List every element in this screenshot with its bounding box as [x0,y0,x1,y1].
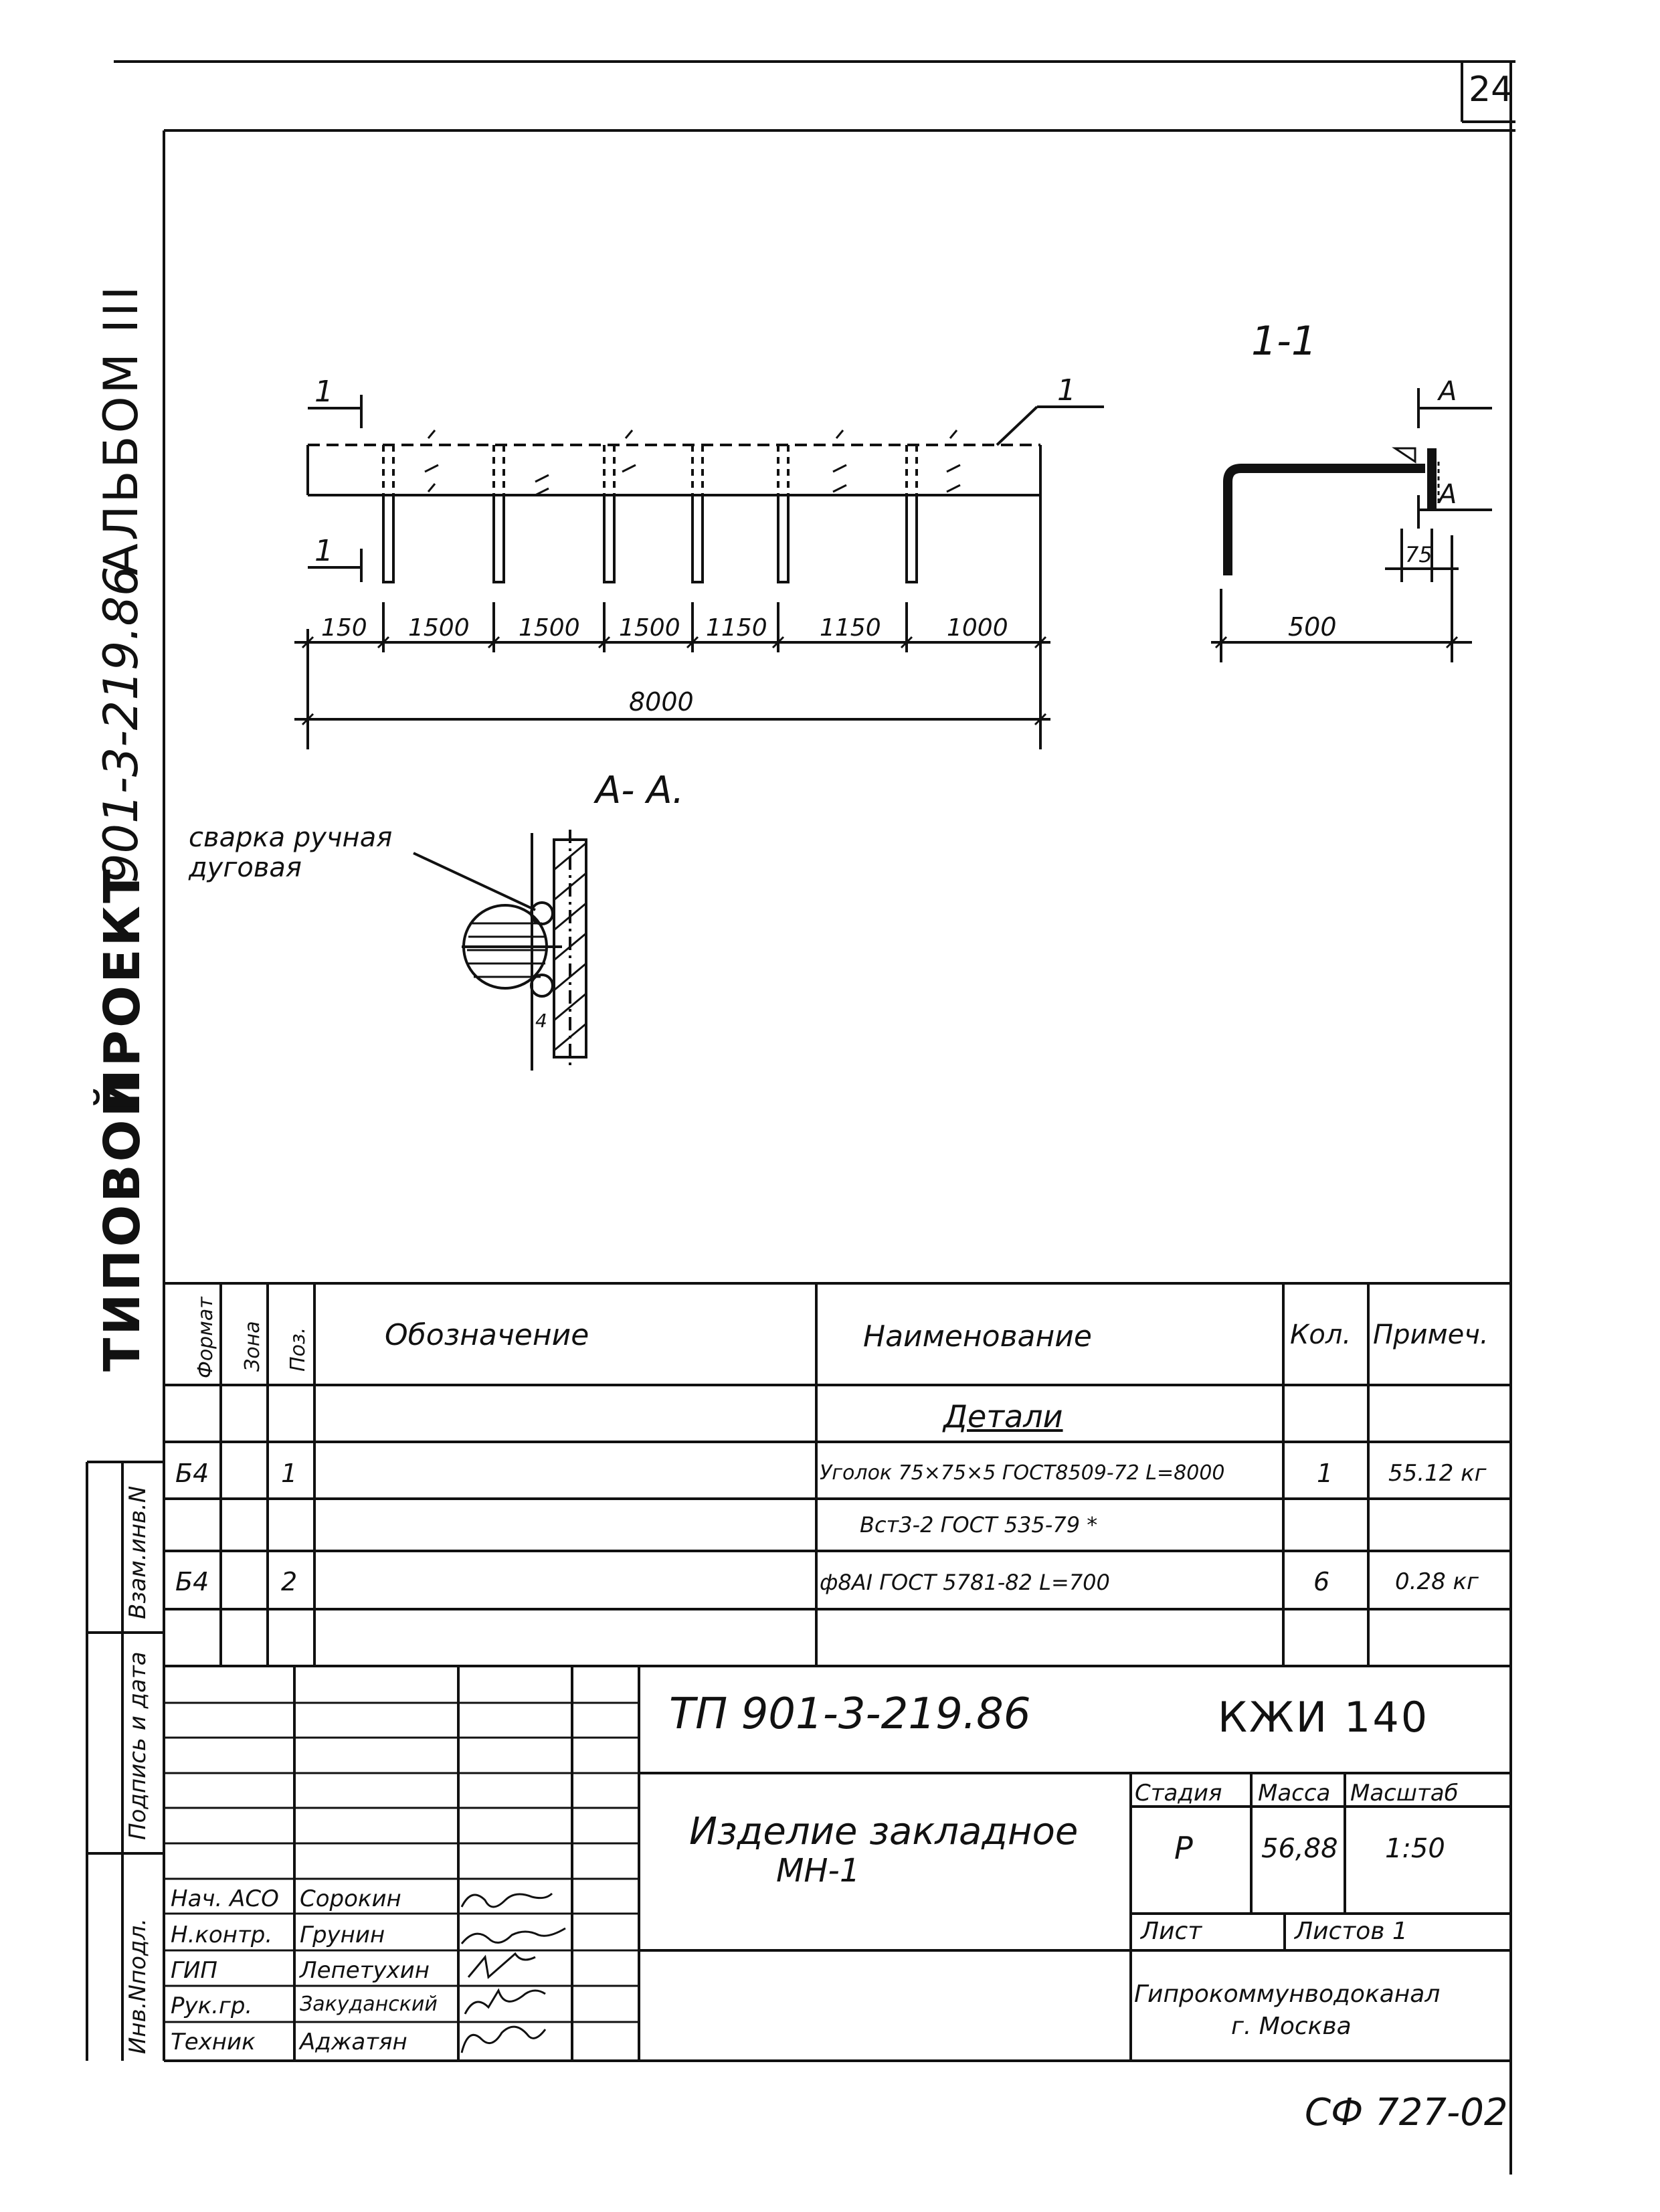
sheet-number: 24 [1469,70,1513,110]
row1-format: Б4 [175,1459,209,1488]
org-city: г. Москва [1231,2013,1352,2040]
role-5: Техник [171,2029,256,2055]
item-name-line1: Изделие закладное [689,1810,1079,1853]
org-name: Гипрокоммунводоканал [1134,1980,1441,2008]
dim-4: 1150 [706,614,767,642]
label-A-bottom: А [1437,479,1457,510]
scale-value: 1:50 [1385,1833,1445,1864]
weld-size-4: 4 [535,1010,547,1032]
doc-code: ТП 901-3-219.86 [669,1689,1031,1739]
label-1-bottom: 1 [314,534,333,568]
person-3: Лепетухин [300,1957,430,1984]
role-3: ГИП [171,1957,217,1984]
sheets-count: Листов 1 [1295,1918,1408,1945]
label-A-top: А [1437,376,1457,407]
row1-qty: 1 [1317,1459,1333,1488]
row3-qty: 6 [1313,1567,1330,1596]
person-1: Сорокин [300,1885,401,1912]
role-4: Рук.гр. [171,1993,253,2019]
col-header-note: Примеч. [1373,1319,1489,1350]
row3-note: 0.28 кг [1395,1568,1479,1595]
spec-section-details: Детали [943,1398,1063,1435]
signatures [460,1892,566,2053]
row1-pos: 1 [281,1459,298,1488]
dim-1: 1500 [408,614,470,642]
weld-note-line1: сварка ручная [189,822,392,853]
row1-note: 55.12 кг [1388,1460,1487,1487]
person-5: Аджатян [300,2029,407,2055]
scale-label: Масштаб [1350,1780,1459,1807]
mass-value: 56,88 [1261,1833,1338,1864]
dim-total: 8000 [629,687,694,717]
dim-75: 75 [1405,542,1433,567]
role-1: Нач. АСО [171,1885,279,1912]
row3-name: ф8АI ГОСТ 5781-82 L=700 [820,1570,1110,1595]
stage-label: Стадия [1135,1780,1222,1807]
row2-name: Вст3-2 ГОСТ 535-79 * [860,1512,1098,1538]
item-name-line2: МН-1 [776,1852,860,1890]
sheet-code: КЖИ 140 [1218,1693,1430,1742]
section-1-1-title: 1-1 [1251,318,1317,365]
person-2: Грунин [300,1922,385,1948]
col-header-name: Наименование [863,1319,1092,1354]
label-1-top: 1 [314,375,333,409]
dim-5: 1150 [820,614,881,642]
row1-name: Уголок 75×75×5 ГОСТ8509-72 L=8000 [820,1461,1225,1485]
col-header-designation: Обозначение [385,1318,589,1352]
role-2: Н.контр. [171,1922,273,1948]
mass-label: Масса [1258,1780,1331,1807]
row3-format: Б4 [175,1567,209,1596]
dim-6: 1000 [947,614,1008,642]
dim-0: 150 [321,614,367,642]
stage-value: Р [1174,1830,1193,1866]
col-header-qty: Кол. [1290,1319,1352,1350]
dim-500: 500 [1288,612,1337,642]
sheet-label: Лист [1141,1918,1202,1945]
person-4: Закуданский [300,1993,438,2016]
row3-pos: 2 [281,1567,298,1596]
dim-2: 1500 [519,614,580,642]
label-pos-1: 1 [1057,373,1076,407]
footer-code: СФ 727-02 [1305,2091,1508,2134]
view-A-A-title: А- А. [593,769,684,812]
weld-note-line2: дуговая [188,852,302,883]
dim-3: 1500 [619,614,680,642]
